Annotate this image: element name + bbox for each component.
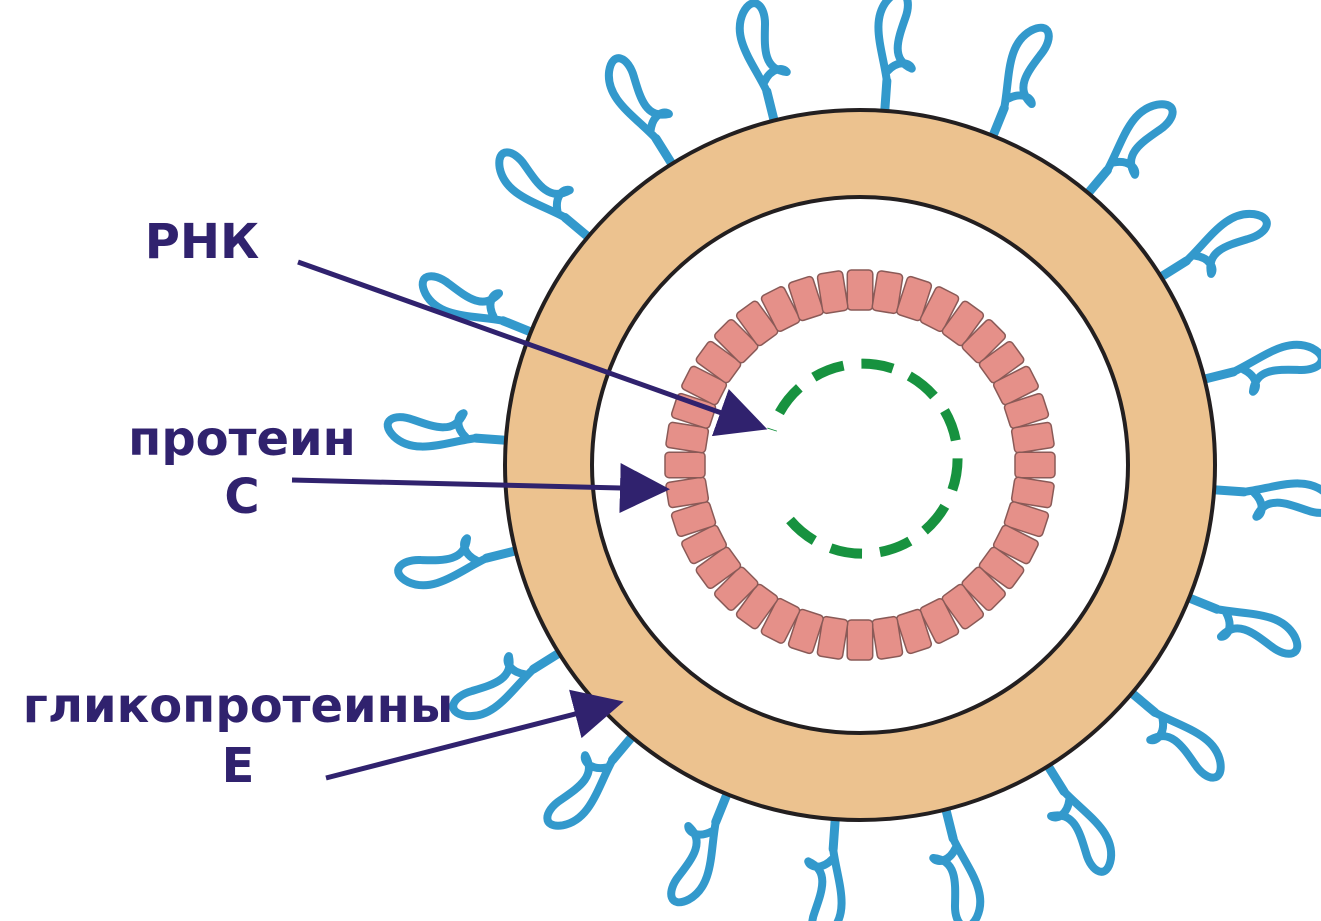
spike-head bbox=[993, 21, 1060, 117]
spike-head bbox=[1231, 338, 1321, 395]
spike-head bbox=[445, 649, 540, 727]
capsid-subunit bbox=[817, 270, 848, 313]
spike-head bbox=[803, 847, 845, 921]
spike-head bbox=[875, 0, 917, 83]
spike-head bbox=[733, 0, 790, 94]
label-protein-c-line2: C bbox=[224, 469, 259, 525]
capsid-subunit bbox=[847, 620, 873, 660]
capsid-subunit bbox=[872, 616, 903, 659]
capsid-subunit bbox=[1015, 452, 1055, 478]
capsid-subunit bbox=[847, 270, 873, 310]
spike-head bbox=[1044, 785, 1122, 880]
spike-head bbox=[1180, 203, 1275, 281]
label-glycoprotein-e-line1: гликопротеины bbox=[23, 678, 454, 734]
spike-head bbox=[537, 745, 622, 836]
capsid-subunit bbox=[665, 477, 708, 508]
spike-head bbox=[1242, 480, 1321, 522]
label-rna: РНК bbox=[145, 214, 260, 270]
capsid-subunit bbox=[665, 452, 705, 478]
spike-head bbox=[1098, 94, 1183, 185]
spike-head bbox=[660, 813, 727, 909]
spike-head bbox=[1208, 598, 1304, 665]
spike-head bbox=[1140, 703, 1231, 788]
spike-head bbox=[386, 408, 477, 450]
label-protein-c-line1: протеин bbox=[128, 411, 356, 467]
spike-head bbox=[489, 142, 580, 227]
spike-head bbox=[930, 836, 987, 921]
capsid-subunit bbox=[1011, 422, 1054, 453]
spike-head bbox=[598, 50, 676, 145]
label-glycoprotein-e-line2: E bbox=[222, 738, 255, 794]
spike-head bbox=[394, 535, 489, 592]
